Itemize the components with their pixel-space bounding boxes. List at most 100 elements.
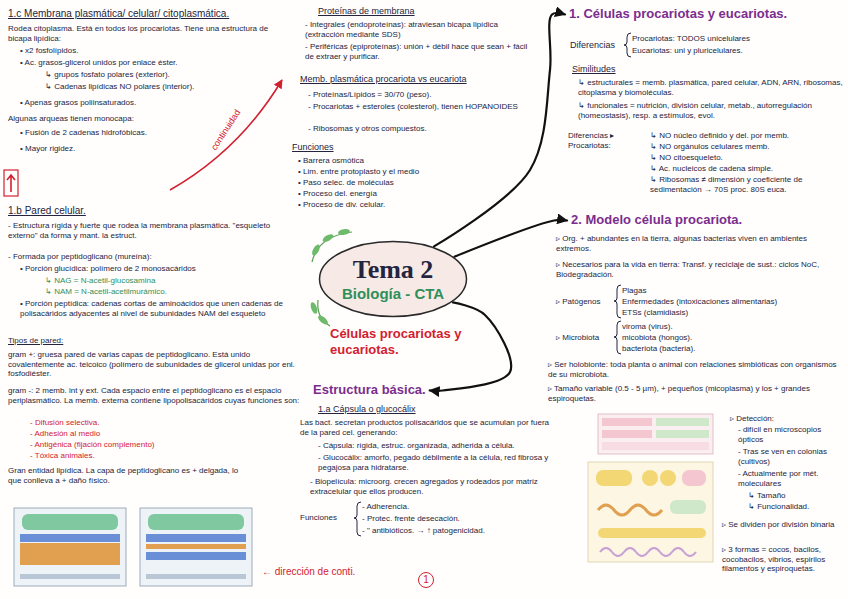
note-text: ↳ NAM = N-acetil-acetilmurámico. [45,287,285,297]
spirillum-shape [598,505,662,515]
brace [614,285,621,318]
continuity-arrow [170,80,282,190]
note-text: Proteínas de membrana [318,6,518,17]
note-text: • Proceso del. energía [298,189,498,199]
note-text: - Integrales (endoproteínas): atraviesan… [305,20,533,39]
note-text: micobiota (hongos). [622,333,837,343]
table-cell [602,418,652,426]
heading-text: 1. Células procariotas y eucariotas. [569,7,787,22]
note-text: ▹ Detección: [730,414,840,424]
note-text: ▹ Patógenos [556,297,616,307]
topic-oval: Tema 2Biología - CTA [318,240,468,318]
leaf [338,228,351,236]
note-text: Procariotas: TODOS unicelulares [632,34,842,44]
note-text: - Periféricas (epiproteínas): unión + dé… [305,42,533,61]
note-text: - Adherencia. [362,502,562,512]
leaf [309,301,318,314]
note-text: - Cápsula: rígida, estruc. organizada, a… [318,441,558,451]
bacterium-shape [596,470,632,486]
peptidoglycan-layer [20,543,120,565]
leaf [321,233,334,244]
note-text: • Apenas grasos poliinsaturados. [20,98,270,108]
bacterium-shape [670,500,706,514]
note-text: - Protec. frente desecación. [362,514,562,524]
up-arrow-box [4,170,18,196]
membrane-layer [20,534,120,542]
brace [354,502,361,536]
note-text: ▹ Se dividen por división binaria [722,520,842,530]
table-cell [656,418,709,426]
note-text: Algunas arqueas tienen monocapa: [8,114,258,124]
note-text: 1.b Pared celular. [8,205,208,217]
note-text: Eucariotas: uni y pluricelulares. [632,46,842,56]
table-cell [602,430,652,438]
note-text: Similitudes [572,64,672,75]
topic-subtitle: Biología - CTA [342,285,444,302]
section-heading: 1. Células procariotas y eucariotas. [566,6,790,23]
note-text: ▹ 3 formas = cocos, bacilos, cocobacilos… [722,545,842,574]
note-text: ↳ NO núcleo definido y del. por memb. [650,131,842,141]
brace [614,321,621,354]
note-text: 1.a Cápsula o glucocálix [318,404,518,415]
note-text: Células procariotas y eucariotas. [330,326,470,357]
note-text: ↳ NO citoesqueleto. [650,153,842,163]
note-text: - " antibióticos. → ↑ patogenicidad. [362,526,562,536]
leaf [311,243,322,256]
note-text: ↳ NAG = N-acetil-glucosamina [45,276,285,286]
note-text: Diferencias ▸ Procariotas: [568,131,646,150]
section-heading: Estructura básica. [310,382,429,399]
note-text: - Glucocálix: amorfo, pegado débilmente … [318,453,558,472]
note-text: - Tras se ven en colonias (cultivos) [738,447,843,466]
cytoplasm [148,514,244,530]
note-text: Enfermedades (intoxicaciones alimentaria… [622,297,837,307]
note-text: - Formada por peptidoglicano (mureína): [8,252,288,262]
gram-positive-picture [14,508,126,586]
note-text: bacteriota (bacteria). [622,344,837,354]
note-text: ETSs (clamidiasis) [622,308,837,318]
note-text: Las bact. secretan productos polisacárid… [300,418,560,437]
note-text: ↳ Ribosomas ≠ dimensión y coeficiente de… [650,175,842,194]
note-text: Tipos de pared: [8,336,208,346]
note-text: • Ac. grasos-glicerol unidos por enlace … [20,58,290,68]
cytoplasm [22,514,118,530]
note-text: ↳ NO orgánulos celulares memb. [650,142,842,152]
connector-arrow [454,220,567,257]
note-text: - Ribosomas y otros compuestos. [308,124,528,134]
note-text: ↳ Funcionalidad. [748,502,838,512]
note-text: Funciones [300,513,355,523]
note-text: Rodea citoplasma. Está en todos los proc… [8,24,293,43]
heading-text: 2. Modelo célula procariota. [571,213,742,228]
note-text: Memb. plasmática procariota vs eucariota [300,74,530,85]
note-text: gram +: gruesa pared de varias capas de … [8,350,303,379]
note-text: • Proceso de div. celular. [298,200,498,210]
note-text: ↳ estructurales = memb. plasmática, pare… [578,78,843,97]
note-text: - Proteínas/Lípidos = 30/70 (peso). [308,90,528,100]
note-text: - Adhesión al medio [30,429,230,439]
note-text: • Barrera osmótica [298,156,498,166]
gram-negative-picture [140,508,252,586]
brace [624,33,631,57]
heading-text: Estructura básica. [313,383,426,398]
topic-title: Tema 2 [353,255,434,285]
peptidoglycan-layer [146,544,246,549]
note-text: - Procariotas + esteroles (colesterol), … [308,102,528,112]
note-text: 1.c Membrana plasmática/ celular/ citopl… [8,8,308,20]
note-text: Diferencias [570,40,630,51]
caption-bar [146,574,246,579]
note-text: - Actualmente por mét. moleculares [738,469,843,488]
note-text: Gran entidad lipídica. La capa de peptid… [8,466,248,485]
table-picture [598,414,713,454]
leaf [317,314,330,326]
caption-bar [20,574,120,579]
note-text: - difícil en microscopios ópticos [738,425,843,444]
note-text: 1 [418,572,434,588]
note-text: ↳ funcionales = nutrición, división celu… [578,101,843,120]
note-text: • Porción peptídica: cadenas cortas de a… [20,299,295,318]
note-text: ↳ grupos fosfato polares (exterior). [45,70,285,80]
table-cell [656,430,709,438]
note-text: - Estructura rígida y fuerte que rodea l… [8,221,298,240]
oval-shape [320,242,467,317]
note-text: ↳ Ac. nucleicos de cadena simple. [650,164,842,174]
note-text: • Porción glucídica: polímero de 2 monos… [20,264,290,274]
